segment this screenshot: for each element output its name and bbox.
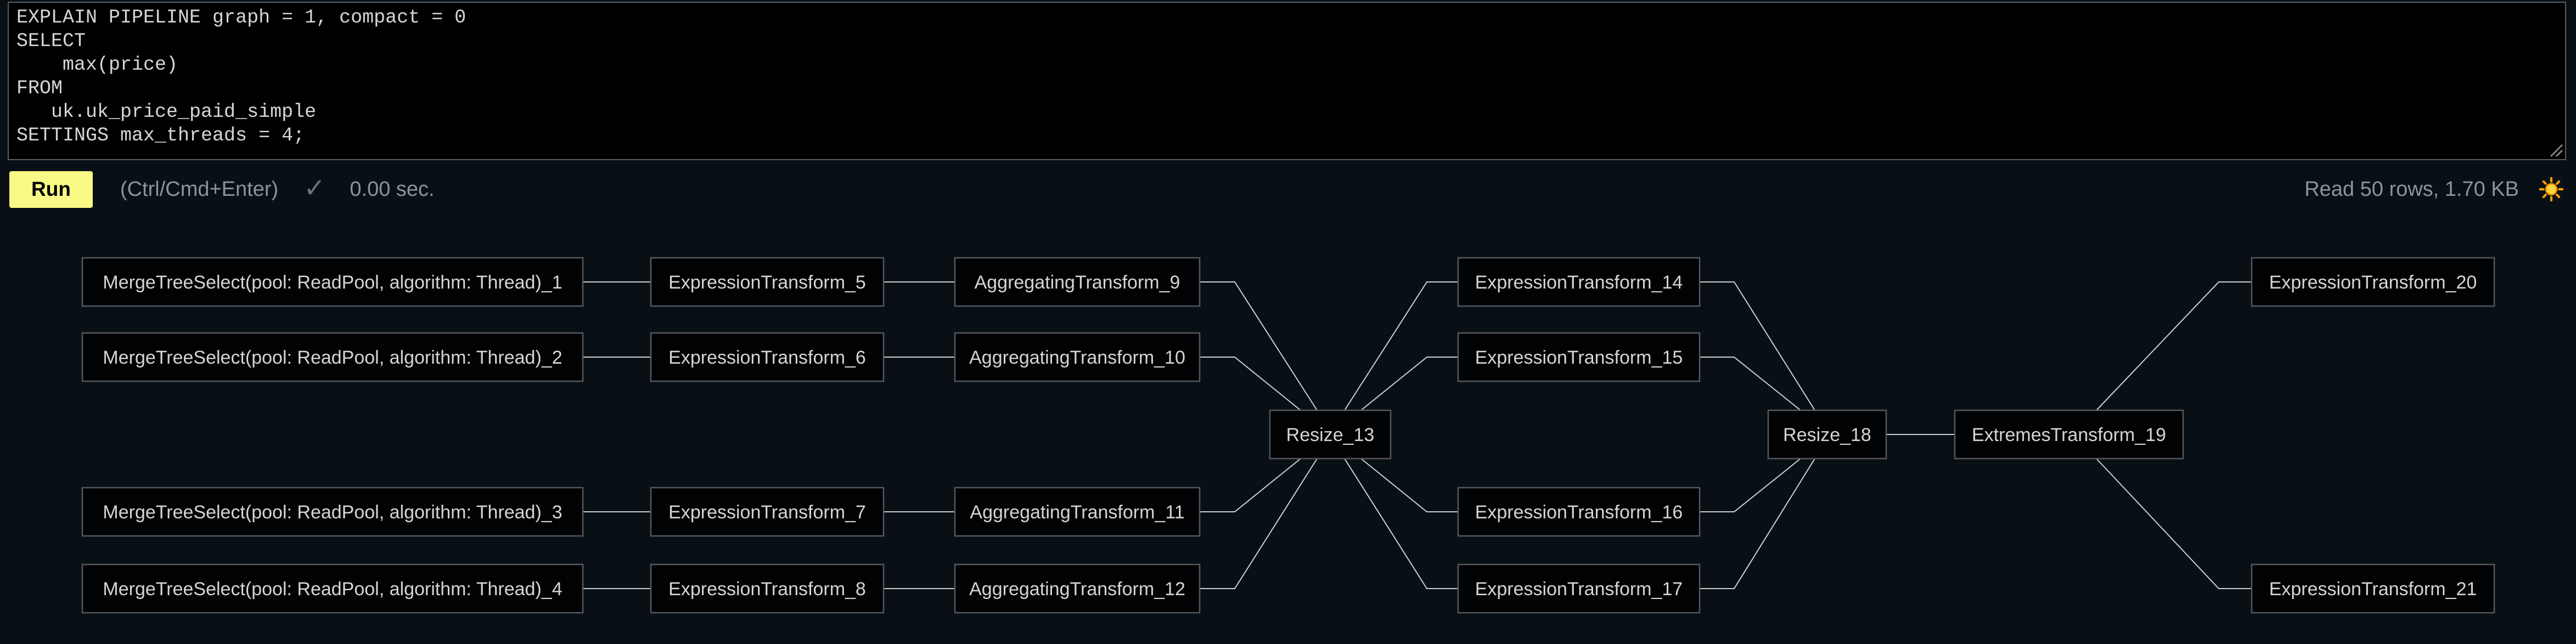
run-button[interactable]: Run bbox=[9, 171, 93, 208]
query-elapsed-time: 0.00 sec. bbox=[350, 177, 435, 201]
pipeline-edge-17-18 bbox=[1700, 458, 1815, 589]
pipeline-node-label: ExpressionTransform_21 bbox=[2269, 579, 2477, 600]
pipeline-node-label: ExpressionTransform_14 bbox=[1475, 272, 1683, 293]
pipeline-node-6: ExpressionTransform_6 bbox=[650, 332, 885, 382]
toolbar: Run (Ctrl/Cmd+Enter) ✓ 0.00 sec. Read 50… bbox=[0, 161, 2576, 218]
pipeline-edge-9-13 bbox=[1200, 281, 1318, 411]
pipeline-node-20: ExpressionTransform_20 bbox=[2251, 257, 2495, 307]
pipeline-edge-13-17 bbox=[1344, 458, 1458, 589]
read-stats: Read 50 rows, 1.70 KB bbox=[2304, 177, 2519, 201]
sql-code[interactable]: EXPLAIN PIPELINE graph = 1, compact = 0 … bbox=[16, 7, 466, 146]
run-shortcut-hint: (Ctrl/Cmd+Enter) bbox=[120, 177, 279, 201]
pipeline-node-label: Resize_13 bbox=[1286, 425, 1375, 445]
pipeline-node-label: ExtremesTransform_19 bbox=[1972, 425, 2166, 445]
pipeline-node-label: MergeTreeSelect(pool: ReadPool, algorith… bbox=[103, 579, 562, 600]
pipeline-node-label: ExpressionTransform_6 bbox=[668, 347, 866, 368]
pipeline-edge-13-15 bbox=[1360, 357, 1458, 411]
pipeline-node-label: ExpressionTransform_7 bbox=[668, 502, 866, 523]
pipeline-edge-13-14 bbox=[1344, 281, 1458, 411]
pipeline-edge-14-18 bbox=[1700, 281, 1815, 411]
pipeline-node-9: AggregatingTransform_9 bbox=[954, 257, 1201, 307]
pipeline-node-label: ExpressionTransform_8 bbox=[668, 579, 866, 600]
pipeline-node-16: ExpressionTransform_16 bbox=[1457, 487, 1701, 537]
resize-grip-icon[interactable] bbox=[2545, 139, 2564, 158]
pipeline-node-11: AggregatingTransform_11 bbox=[954, 487, 1201, 537]
pipeline-node-13: Resize_13 bbox=[1269, 409, 1392, 460]
pipeline-edge-15-18 bbox=[1700, 357, 1801, 411]
pipeline-edge-12-13 bbox=[1200, 458, 1318, 589]
theme-toggle-sun-icon[interactable] bbox=[2539, 177, 2564, 202]
pipeline-node-15: ExpressionTransform_15 bbox=[1457, 332, 1701, 382]
pipeline-edge-16-18 bbox=[1700, 458, 1801, 512]
pipeline-node-4: MergeTreeSelect(pool: ReadPool, algorith… bbox=[81, 563, 584, 614]
pipeline-node-label: MergeTreeSelect(pool: ReadPool, algorith… bbox=[103, 272, 562, 293]
pipeline-node-label: ExpressionTransform_20 bbox=[2269, 272, 2477, 293]
pipeline-edge-19-20 bbox=[2096, 281, 2252, 411]
pipeline-node-label: AggregatingTransform_11 bbox=[970, 502, 1184, 523]
pipeline-node-label: AggregatingTransform_9 bbox=[975, 272, 1180, 293]
pipeline-node-label: ExpressionTransform_17 bbox=[1475, 579, 1683, 600]
pipeline-edge-19-21 bbox=[2096, 458, 2252, 589]
pipeline-edge-13-16 bbox=[1360, 458, 1458, 512]
sql-editor[interactable]: EXPLAIN PIPELINE graph = 1, compact = 0 … bbox=[8, 2, 2566, 160]
pipeline-node-label: AggregatingTransform_10 bbox=[969, 347, 1185, 368]
pipeline-node-3: MergeTreeSelect(pool: ReadPool, algorith… bbox=[81, 487, 584, 537]
pipeline-node-label: Resize_18 bbox=[1783, 425, 1871, 445]
pipeline-node-19: ExtremesTransform_19 bbox=[1954, 409, 2184, 460]
pipeline-node-2: MergeTreeSelect(pool: ReadPool, algorith… bbox=[81, 332, 584, 382]
pipeline-node-7: ExpressionTransform_7 bbox=[650, 487, 885, 537]
pipeline-node-8: ExpressionTransform_8 bbox=[650, 563, 885, 614]
pipeline-node-label: ExpressionTransform_15 bbox=[1475, 347, 1683, 368]
pipeline-node-label: ExpressionTransform_16 bbox=[1475, 502, 1683, 523]
pipeline-node-21: ExpressionTransform_21 bbox=[2251, 563, 2495, 614]
pipeline-node-17: ExpressionTransform_17 bbox=[1457, 563, 1701, 614]
success-check-icon: ✓ bbox=[303, 174, 326, 203]
pipeline-edge-10-13 bbox=[1200, 357, 1301, 411]
pipeline-node-18: Resize_18 bbox=[1767, 409, 1887, 460]
pipeline-node-label: ExpressionTransform_5 bbox=[668, 272, 866, 293]
pipeline-node-1: MergeTreeSelect(pool: ReadPool, algorith… bbox=[81, 257, 584, 307]
pipeline-node-10: AggregatingTransform_10 bbox=[954, 332, 1201, 382]
pipeline-edge-11-13 bbox=[1200, 458, 1301, 512]
pipeline-node-label: AggregatingTransform_12 bbox=[969, 579, 1185, 600]
pipeline-node-label: MergeTreeSelect(pool: ReadPool, algorith… bbox=[103, 502, 562, 523]
pipeline-node-5: ExpressionTransform_5 bbox=[650, 257, 885, 307]
pipeline-node-12: AggregatingTransform_12 bbox=[954, 563, 1201, 614]
pipeline-node-label: MergeTreeSelect(pool: ReadPool, algorith… bbox=[103, 347, 562, 368]
pipeline-node-14: ExpressionTransform_14 bbox=[1457, 257, 1701, 307]
